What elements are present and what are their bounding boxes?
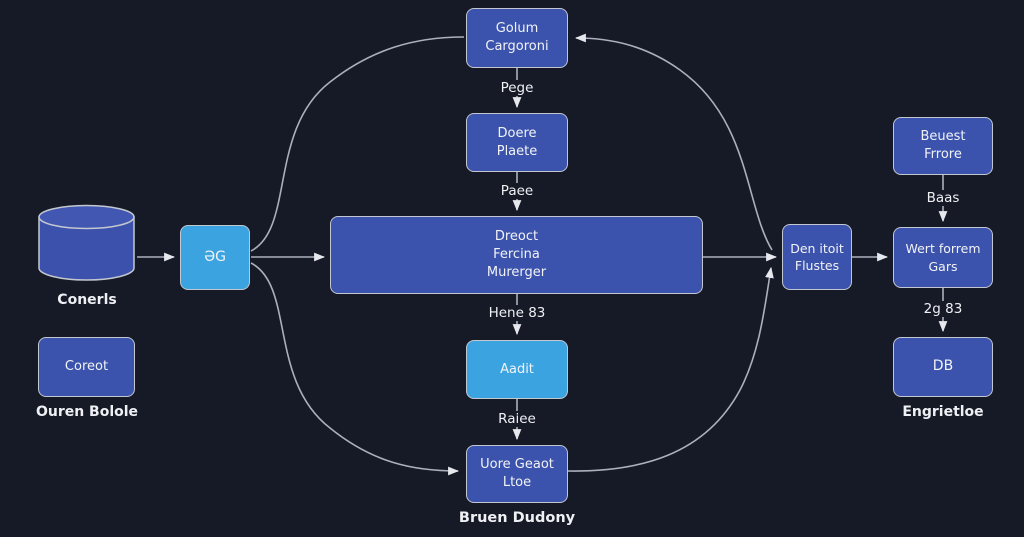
node-label: ƏG: [204, 248, 226, 265]
node-label: Plaete: [496, 143, 538, 159]
node-coreot: Coreot: [38, 337, 135, 397]
node-doere-plaete: Doere Plaete: [466, 113, 568, 172]
caption-ouren-bolole: Ouren Bolole: [35, 404, 139, 420]
node-label: DB: [932, 358, 954, 375]
node-label: Cargoroni: [485, 39, 549, 54]
node-label: Uore Geaot: [480, 457, 554, 473]
edge-label-pege: Pege: [495, 80, 539, 96]
node-label: Dreoct: [494, 229, 539, 245]
node-aadit: Aadit: [466, 340, 568, 399]
node-label: Coreot: [64, 359, 109, 375]
edge-label-raiee: Raiee: [493, 411, 541, 427]
edge-og-to-uore: [250, 262, 460, 476]
node-label: Den itoit: [790, 240, 844, 256]
node-uore-geaot: Uore Geaot Ltoe: [466, 445, 568, 503]
node-beuest-frrore: Beuest Frrore: [893, 117, 993, 175]
node-label: Golum: [495, 21, 539, 37]
node-label: Beuest: [920, 129, 966, 145]
database-cylinder: [38, 204, 135, 282]
node-label: Flustes: [794, 258, 840, 273]
edge-uore-to-denitoit: [567, 266, 774, 472]
edge-label-baas: Baas: [921, 190, 965, 206]
node-golum-cargoroni: Golum Cargoroni: [466, 8, 568, 68]
node-og: ƏG: [180, 225, 250, 290]
node-label: Ltoe: [502, 475, 532, 490]
caption-engrietloe: Engrietloe: [902, 404, 984, 420]
node-label: Wert forrem: [905, 241, 981, 257]
edge-label-2g-83: 2g 83: [918, 301, 968, 317]
node-central-manager: Dreoct Fercina Murerger: [330, 216, 703, 294]
database-cylinder-icon: [38, 204, 135, 281]
node-den-itoit: Den itoit Flustes: [782, 224, 852, 290]
node-label: Fercina: [493, 247, 540, 263]
node-label: Frrore: [924, 147, 962, 162]
edge-label-paee: Paee: [495, 183, 539, 199]
node-label: Aadit: [500, 361, 534, 377]
caption-conerls: Conerls: [57, 292, 117, 308]
node-label: Murerger: [486, 264, 547, 280]
node-db: DB: [893, 337, 993, 397]
edge-label-hene-83: Hene 83: [483, 305, 551, 321]
node-wert-forrem: Wert forrem Gars: [893, 227, 993, 288]
node-label: Gars: [928, 258, 958, 274]
node-label: Doere: [497, 125, 537, 141]
caption-bruen-dudony: Bruen Dudony: [458, 510, 576, 526]
